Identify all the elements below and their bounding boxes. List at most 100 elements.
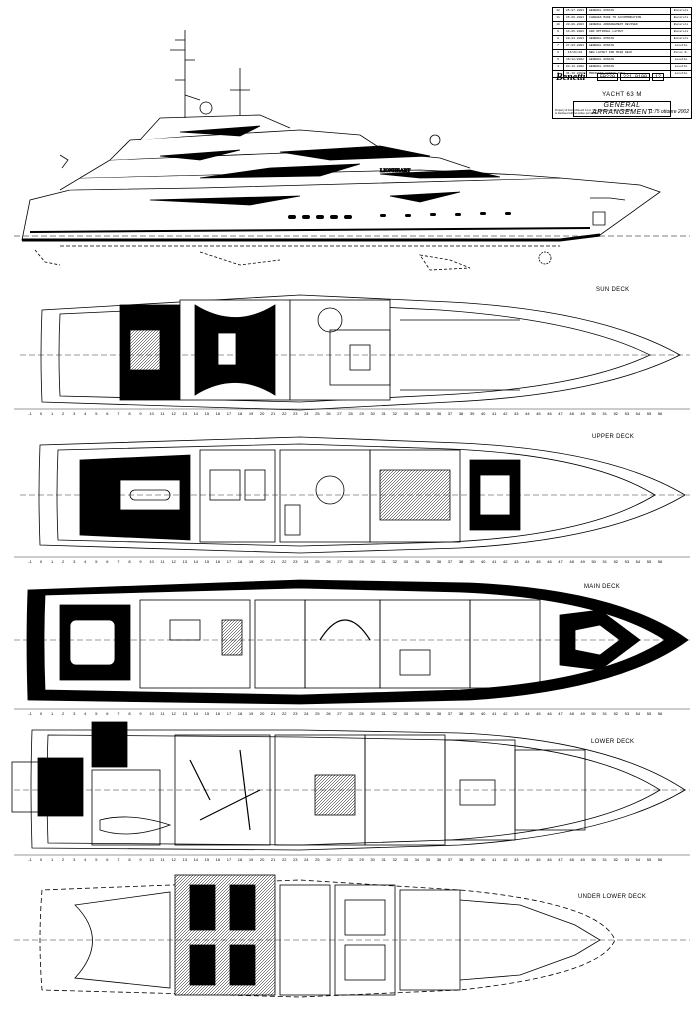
frame-number: 4	[84, 711, 87, 716]
frame-number: 14	[194, 411, 199, 416]
frame-number: 42	[503, 559, 508, 564]
frame-number: 53	[625, 711, 630, 716]
revision-by: Lovetto	[674, 65, 688, 68]
frame-number: 45	[536, 559, 541, 564]
frame-number: 21	[271, 857, 276, 862]
frame-number: 12	[171, 559, 176, 564]
frame-number: 31	[381, 411, 386, 416]
frame-number: 54	[636, 857, 641, 862]
frame-number: 11	[161, 857, 166, 862]
frame-number: 48	[569, 559, 574, 564]
frame-number: 5	[95, 411, 98, 416]
frame-number: 45	[536, 857, 541, 862]
revision-date: 28-04-2003	[564, 36, 587, 42]
frame-number: 29	[359, 857, 364, 862]
frame-number: 9	[139, 857, 142, 862]
frame-number: 9	[139, 411, 142, 416]
frame-number: 11	[161, 711, 166, 716]
frame-number: 43	[514, 857, 519, 862]
title-main: Benetti FB220 221.0100 12 YACHT 63 M GEN…	[553, 70, 691, 118]
under-lower-deck-plan	[14, 874, 690, 998]
yacht-name-label: LIONHEART	[380, 169, 411, 174]
frame-number: 56	[658, 711, 663, 716]
revision-desc: GENERAL UPDATE	[587, 57, 671, 63]
frame-number: -1	[28, 857, 32, 862]
frame-number: 49	[580, 411, 585, 416]
frame-number: 31	[381, 711, 386, 716]
frame-number: -1	[28, 559, 32, 564]
frame-number: 13	[183, 559, 188, 564]
frame-number: 38	[459, 857, 464, 862]
frame-number: 44	[525, 559, 530, 564]
frame-number: 1	[51, 411, 54, 416]
frame-number: 6	[106, 857, 109, 862]
frame-number: 26	[326, 411, 331, 416]
frame-number: 13	[183, 411, 188, 416]
frame-number: 7	[117, 559, 120, 564]
revision-desc: NEW LAYOUT FOR MAIN DECK	[587, 50, 671, 56]
frame-number: 53	[625, 857, 630, 862]
frame-number: 41	[492, 711, 497, 716]
sun-deck-plan	[20, 294, 690, 411]
frame-number: 39	[470, 857, 475, 862]
frame-number: 6	[106, 559, 109, 564]
frame-number: 19	[249, 411, 254, 416]
frame-number: 28	[348, 711, 353, 716]
revision-no: 8	[553, 36, 564, 42]
frame-number: 33	[404, 559, 409, 564]
frame-number: 24	[304, 857, 309, 862]
frame-number: 40	[481, 559, 486, 564]
frame-number: 10	[149, 559, 154, 564]
frame-number: 25	[315, 857, 320, 862]
frame-number: 1	[51, 711, 54, 716]
frame-number: 4	[84, 857, 87, 862]
frame-number: 32	[393, 559, 398, 564]
revision-date: 20-06-2003	[564, 22, 587, 28]
revision-date: 25-06-2003	[564, 15, 587, 21]
frame-number: 26	[326, 711, 331, 716]
frame-number: 18	[238, 559, 243, 564]
revision-by: Bucaroli	[673, 9, 689, 12]
frame-number: 41	[492, 857, 497, 862]
revision-date: 15/01/03	[564, 50, 587, 56]
frame-number: 5	[95, 857, 98, 862]
frame-number: 50	[591, 411, 596, 416]
frame-number: 23	[293, 857, 298, 862]
frame-number: 21	[271, 711, 276, 716]
scale-date: 1:75 ottobre 2002	[650, 109, 689, 115]
revision-desc: GENERAL ARRANGEMENT REVISED	[587, 22, 671, 28]
frame-number: 37	[448, 857, 453, 862]
frame-number: 54	[636, 559, 641, 564]
frame-number: 15	[205, 411, 210, 416]
frame-number: -1	[28, 411, 32, 416]
frame-number: 51	[603, 857, 608, 862]
frame-number: 47	[558, 711, 563, 716]
frame-number: 0	[40, 411, 43, 416]
frame-number: 2	[62, 559, 65, 564]
frame-number: 31	[381, 857, 386, 862]
frame-number: 52	[614, 411, 619, 416]
frame-number: 11	[161, 559, 166, 564]
revision-by: Lovetto	[674, 58, 688, 61]
deck-label-main: MAIN DECK	[584, 584, 621, 590]
frame-number: 20	[260, 559, 265, 564]
frame-number: 45	[536, 411, 541, 416]
revision-desc: GENERAL UPDATE	[587, 43, 671, 49]
frame-number: 14	[194, 711, 199, 716]
frame-number: 39	[470, 411, 475, 416]
frame-number: 35	[426, 711, 431, 716]
frame-number: 12	[171, 411, 176, 416]
frame-number: 40	[481, 711, 486, 716]
code-box: FB220	[597, 73, 619, 81]
frame-number: 16	[216, 857, 221, 862]
frame-number: 27	[337, 411, 342, 416]
frame-number: 54	[636, 411, 641, 416]
frame-number: 48	[569, 711, 574, 716]
frame-number: 43	[514, 411, 519, 416]
frame-number: 34	[415, 857, 420, 862]
frame-number: 27	[337, 711, 342, 716]
frame-number: 36	[437, 411, 442, 416]
